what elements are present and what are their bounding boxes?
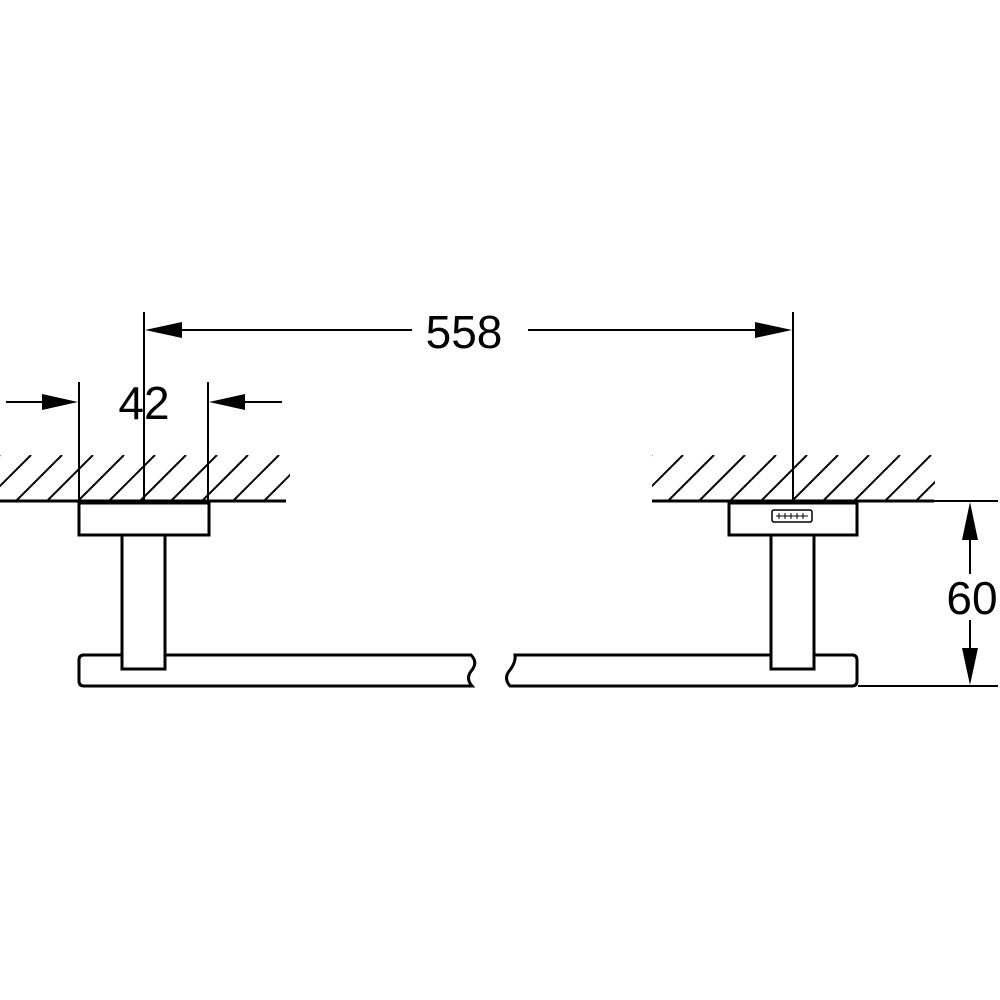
hatch-line <box>853 455 901 501</box>
hatch-line <box>46 455 94 501</box>
hatch-line <box>698 455 746 501</box>
hatch-line <box>139 455 187 501</box>
hatch-line <box>0 455 32 488</box>
extension-lines <box>78 312 998 687</box>
hatch-line <box>978 455 1000 501</box>
left-wall-hatching <box>0 455 372 501</box>
arrow-42-left <box>42 394 78 410</box>
hatch-line <box>947 455 993 501</box>
dimension-label-558: 558 <box>426 306 503 358</box>
hatch-line <box>77 455 125 501</box>
hatch-line <box>822 455 870 501</box>
hatch-line <box>170 455 218 501</box>
hatch-line <box>760 455 808 501</box>
rail-bar-left-section <box>77 653 477 688</box>
arrow-60-bottom <box>962 648 978 685</box>
dimension-label-42: 42 <box>118 377 169 429</box>
hatch-line <box>15 455 63 501</box>
dimension-label-60: 60 <box>946 572 997 624</box>
hatch-line <box>915 480 935 501</box>
arrow-558-left <box>145 322 182 338</box>
hatch-line <box>232 455 280 501</box>
arrow-558-right <box>755 322 792 338</box>
hatch-line <box>729 455 777 501</box>
dimension-558: 558 <box>145 306 792 358</box>
hatch-line <box>201 455 249 501</box>
arrow-42-right <box>209 394 245 410</box>
dimension-60: 60 <box>946 502 998 685</box>
hatch-line <box>884 455 932 501</box>
hatch-line <box>295 455 341 501</box>
right-wall-plate <box>727 501 859 537</box>
hatch-line <box>791 455 839 501</box>
hatch-line <box>652 455 684 488</box>
brand-logo-icon <box>771 509 813 523</box>
right-wall-hatching <box>652 455 1000 501</box>
rail-bar-right-section <box>505 653 859 688</box>
hatch-line <box>326 455 372 501</box>
dimension-42: 42 <box>6 377 282 429</box>
left-post-front <box>120 533 167 671</box>
hatch-line <box>108 455 156 501</box>
hatch-line <box>667 455 715 501</box>
hatch-line <box>652 455 653 457</box>
arrow-60-top <box>962 502 978 540</box>
right-post-front <box>769 533 816 671</box>
hatch-line <box>263 473 290 501</box>
left-wall-plate <box>77 501 211 537</box>
